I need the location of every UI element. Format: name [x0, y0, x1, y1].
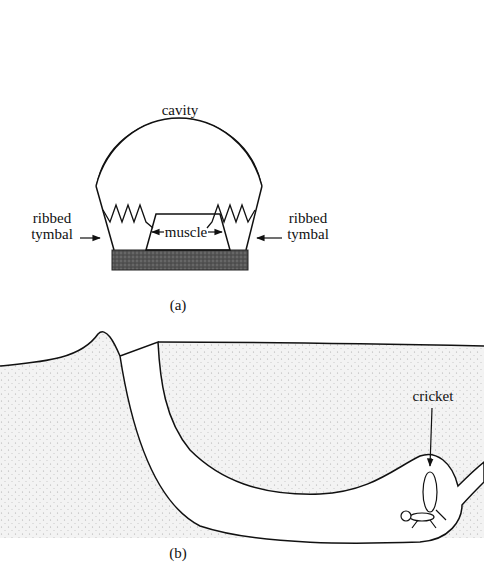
- muscle-arrow: [152, 231, 164, 232]
- cavity-wall: [96, 118, 262, 186]
- tymbal: [96, 186, 262, 250]
- part-label: cricket: [413, 388, 454, 405]
- panel-label: (b): [169, 545, 187, 562]
- ground-surface: [0, 332, 120, 366]
- muscle-arrow: [208, 231, 222, 232]
- leader-line: [257, 237, 282, 238]
- tymbal-organ: [80, 118, 282, 270]
- cricket-figure: [401, 472, 446, 528]
- muscle-outline: [146, 214, 230, 250]
- region-label: cavity: [162, 102, 199, 119]
- part-label: ribbed tymbal: [280, 210, 336, 243]
- panel-label: (a): [170, 297, 187, 314]
- tymbal-ribs: [103, 205, 153, 228]
- burrow-scene: [0, 332, 484, 543]
- tymbal-ribs: [207, 205, 255, 228]
- base: [112, 250, 248, 270]
- burrow: [120, 342, 484, 543]
- part-label: ribbed tymbal: [24, 210, 80, 243]
- ground-surface: [158, 342, 484, 346]
- part-label: muscle: [165, 224, 208, 241]
- leader-line: [430, 408, 432, 466]
- leader-line: [80, 237, 100, 238]
